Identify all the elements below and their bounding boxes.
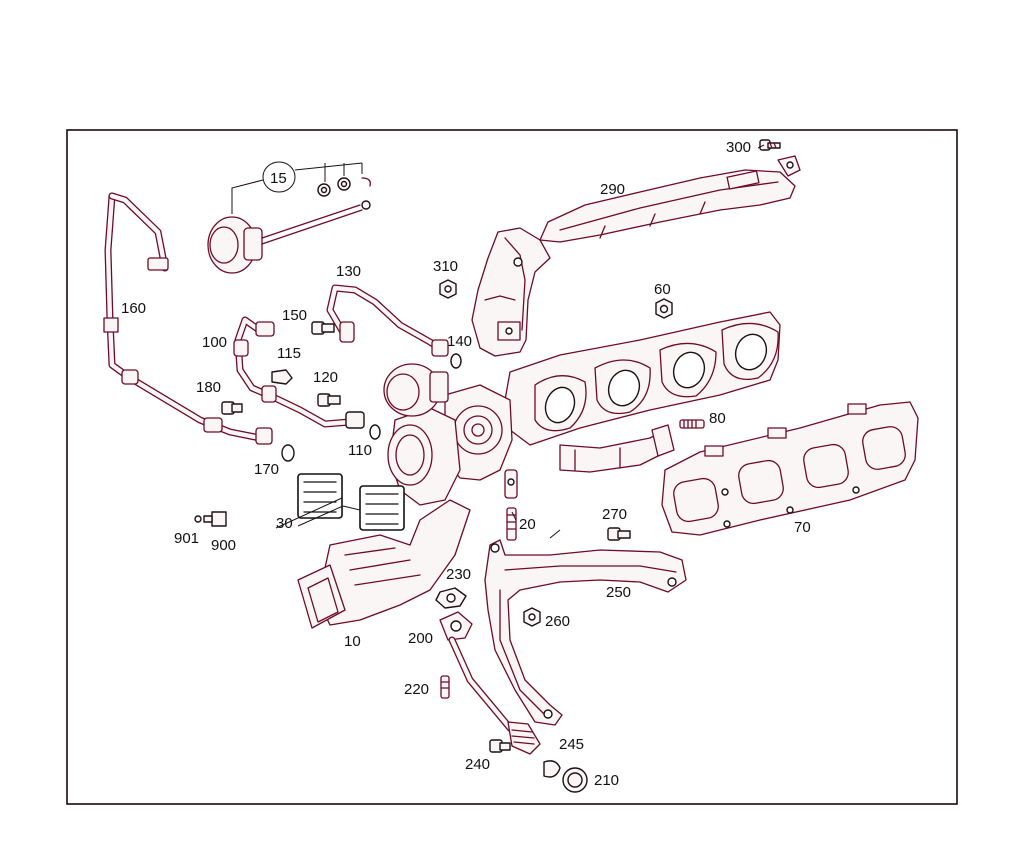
callout-15-leaders bbox=[231, 162, 363, 214]
label-110: 110 bbox=[348, 442, 372, 459]
leader-lines bbox=[275, 144, 765, 539]
label-140: 140 bbox=[447, 333, 472, 350]
label-310: 310 bbox=[433, 258, 458, 275]
label-160: 160 bbox=[121, 300, 146, 317]
label-240: 240 bbox=[465, 756, 490, 773]
nut-310 bbox=[439, 279, 457, 299]
fitting-110 bbox=[345, 411, 381, 440]
coolant-line-130 bbox=[326, 284, 449, 357]
label-80: 80 bbox=[709, 410, 726, 427]
label-230: 230 bbox=[446, 566, 471, 583]
callout-15-circle bbox=[262, 161, 296, 193]
turbocharger-10 bbox=[297, 363, 518, 629]
label-300: 300 bbox=[726, 139, 751, 156]
label-290: 290 bbox=[600, 181, 625, 198]
bolt-240 bbox=[489, 739, 511, 753]
connector-900 bbox=[194, 511, 227, 527]
banjo-bolt-150 bbox=[311, 321, 335, 335]
coolant-line-100 bbox=[233, 316, 354, 428]
bolt-270 bbox=[607, 527, 631, 541]
clip-245 bbox=[543, 760, 561, 778]
label-70: 70 bbox=[794, 519, 811, 536]
label-270: 270 bbox=[602, 506, 627, 523]
label-245: 245 bbox=[559, 736, 584, 753]
label-30: 30 bbox=[276, 515, 293, 532]
sleeve-20 bbox=[506, 507, 517, 541]
label-115: 115 bbox=[277, 345, 301, 362]
heat-shield-310 bbox=[471, 227, 551, 357]
oil-return-line-200 bbox=[439, 611, 541, 755]
clip-115 bbox=[271, 369, 293, 385]
label-200: 200 bbox=[408, 630, 433, 647]
banjo-bolt-120 bbox=[317, 393, 341, 407]
seal-ring-170 bbox=[281, 444, 295, 462]
bolt-300 bbox=[759, 139, 781, 151]
label-10: 10 bbox=[344, 633, 361, 650]
heat-shield-290 bbox=[539, 155, 801, 243]
diagram-frame bbox=[66, 129, 958, 805]
nut-60 bbox=[655, 298, 673, 319]
plug-210 bbox=[562, 767, 588, 793]
label-20: 20 bbox=[519, 516, 536, 533]
exhaust-manifold bbox=[504, 311, 781, 473]
label-150: 150 bbox=[282, 307, 307, 324]
gasket-230 bbox=[435, 587, 467, 609]
seal-ring-140 bbox=[450, 353, 462, 369]
stud-80 bbox=[679, 419, 705, 429]
part-labels: 15 300 290 310 60 130 160 150 140 100 11… bbox=[121, 139, 811, 789]
banjo-bolt-180 bbox=[221, 401, 243, 415]
stud-220 bbox=[440, 675, 450, 699]
pressure-converter-30 bbox=[297, 473, 405, 531]
label-250: 250 bbox=[606, 584, 631, 601]
label-901: 901 bbox=[174, 530, 199, 547]
label-170: 170 bbox=[254, 461, 279, 478]
label-260: 260 bbox=[545, 613, 570, 630]
label-220: 220 bbox=[404, 681, 429, 698]
label-180: 180 bbox=[196, 379, 221, 396]
oil-line-160 bbox=[103, 192, 273, 445]
bracket-250 bbox=[484, 539, 687, 726]
label-15: 15 bbox=[270, 170, 287, 187]
label-100: 100 bbox=[202, 334, 227, 351]
label-900: 900 bbox=[211, 537, 236, 554]
label-210: 210 bbox=[594, 772, 619, 789]
nut-260 bbox=[523, 607, 541, 627]
label-120: 120 bbox=[313, 369, 338, 386]
vacuum-unit-15 bbox=[207, 177, 371, 274]
gasket-70 bbox=[661, 401, 919, 536]
label-60: 60 bbox=[654, 281, 671, 298]
label-130: 130 bbox=[336, 263, 361, 280]
